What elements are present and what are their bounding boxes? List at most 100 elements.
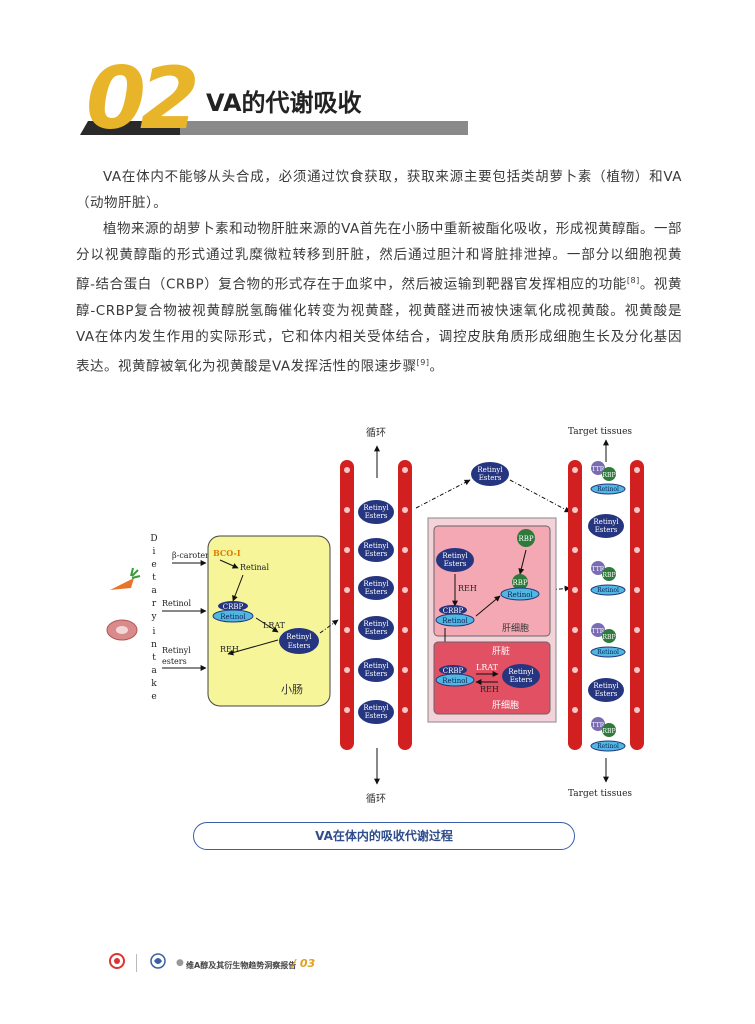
retinyl-esters-top [471,462,509,486]
reference-9[interactable]: [9] [416,357,430,367]
reference-8[interactable]: [8] [626,276,640,285]
ttr-rbp-complexes: TTR RBP Retinol TTR RBP Retinol TTR RBP … [590,461,626,752]
paragraph-2: 植物来源的胡萝卜素和动物肝脏来源的VA首先在小肠中重新被酯化吸收，形成视黄醇酯。… [76,216,682,379]
target-tissues-bottom-label: Target tissues [568,789,632,799]
paragraph-2-part-c: 。 [429,358,444,374]
section-number: 02 [86,49,200,149]
small-intestine-box [207,535,331,707]
retinyl-label: Retinyl [477,466,503,474]
dietary-letter: D [150,534,157,544]
figure-caption: VA在体内的吸收代谢过程 [193,822,575,850]
crbp-ellipse [218,601,248,611]
carrot-icon [110,567,141,590]
retinol-label: Retinol [597,486,619,493]
section-header: 02 VA的代谢吸收 [80,49,470,149]
beta-carotene-label: β-carotene [172,551,215,560]
retinol-label: Retinol [597,743,619,750]
dietary-letter: i [153,547,156,557]
dietary-letter: n [151,640,157,650]
liver-cell-label: 肝细胞 [492,699,519,711]
retinol-label: Retinol [220,613,246,621]
esters-label: Esters [365,512,388,520]
retinyl-label: Retinyl [508,668,534,676]
circulation-top-label: 循环 [366,426,386,439]
ttr-label: TTR [592,722,605,729]
retinyl-label: Retinyl [363,704,389,712]
paragraph-1: VA在体内不能够从头合成，必须通过饮食获取，获取来源主要包括类胡萝卜素（植物）和… [76,169,682,211]
retinyl-label: Retinyl [286,633,312,641]
rbp-label: RBP [512,579,527,587]
footer-bullet-icon: ● [176,958,184,968]
dietary-letter: k [151,679,157,689]
rbp-label: RBP [603,728,616,735]
lrat-label: LRAT [263,621,286,630]
lrat-label-liver: LRAT [476,663,499,672]
dietary-letter: i [153,627,156,637]
liver-label: 肝脏 [492,645,510,657]
liver-cell-box [433,641,551,715]
circulation-bottom-label: 循环 [366,792,386,805]
body-text: VA在体内不能够从头合成，必须通过饮食获取，获取来源主要包括类胡萝卜素（植物）和… [76,164,682,379]
crbp-label: CRBP [223,603,244,611]
dietary-letter: y [150,612,157,622]
dietary-letter: r [152,599,157,609]
retinol-label: Retinol [442,617,468,625]
esters-label: Esters [595,526,618,534]
dietary-letter: e [151,692,156,702]
reh-label: REH [220,645,239,654]
rbp-label: RBP [603,572,616,579]
target-tissues-top-label: Target tissues [568,427,632,437]
dietary-letter: t [152,653,156,663]
retinyl-label: Retinyl [363,504,389,512]
dietary-letter: a [151,586,157,596]
retinyl-esters-intestine [279,628,319,654]
header-dark-bar [80,121,180,135]
esters-label: Esters [479,474,502,482]
rbp-label: RBP [518,535,533,543]
page-number: / 03 [292,957,316,970]
crbp-label: CRBP [443,607,464,615]
retinyl-label: Retinyl [363,542,389,550]
retinyl-label: Retinyl [442,552,468,560]
esters-label: Esters [365,712,388,720]
rbp-label: RBP [603,634,616,641]
retinyl-label: Retinyl [593,518,619,526]
bco1-label: BCO-I [213,548,241,558]
reh-label-liver: REH [458,584,477,593]
retinyl-label: Retinyl [363,620,389,628]
esters-input-label: esters [162,657,187,666]
footer: ● 维A醇及其衍生物趋势洞察报告 / 03 [106,952,406,976]
esters-label: Esters [288,642,311,650]
esters-label: Esters [365,628,388,636]
header-gray-bar [180,121,468,135]
retinyl-label: Retinyl [363,580,389,588]
esters-label: Esters [365,588,388,596]
retinol-ellipse [212,609,254,623]
meat-icon [106,619,138,641]
dietary-letter: t [152,573,156,583]
va-metabolism-diagram: D i e t a r y i n t a k e β-carotene Ret… [106,426,644,805]
footer-report-title: 维A醇及其衍生物趋势洞察报告 [186,961,297,970]
crbp-label: CRBP [443,667,464,675]
brand-logo-icon [109,953,125,969]
retinol-label: Retinol [507,591,533,599]
retinol-label: Retinol [442,677,468,685]
retinol-label: Retinol [597,649,619,656]
dietary-letter: e [151,560,156,570]
paragraph-2-part-b: 。视黄醇-CRBP复合物被视黄醇脱氢酶催化转变为视黄醛，视黄醛进而被快速氧化成视… [76,276,682,375]
section-title: VA的代谢吸收 [206,89,362,117]
retinal-label: Retinal [240,563,269,572]
retinol-input-label: Retinol [162,599,192,608]
ttr-label: TTR [592,628,605,635]
retinyl-input-label: Retinyl [162,646,191,655]
small-intestine-label: 小肠 [281,683,303,696]
retinol-label: Retinol [597,587,619,594]
reh-label-liver2: REH [480,685,499,694]
esters-label: Esters [444,560,467,568]
dietary-letter: a [151,666,157,676]
blood-vessel-left [340,460,412,750]
dietary-intake-label: D i e t a r y i n t a k e [150,534,157,702]
paragraph-2-part-a: 植物来源的胡萝卜素和动物肝脏来源的VA首先在小肠中重新被酯化吸收，形成视黄醇酯。… [76,221,682,293]
esters-label: Esters [365,550,388,558]
